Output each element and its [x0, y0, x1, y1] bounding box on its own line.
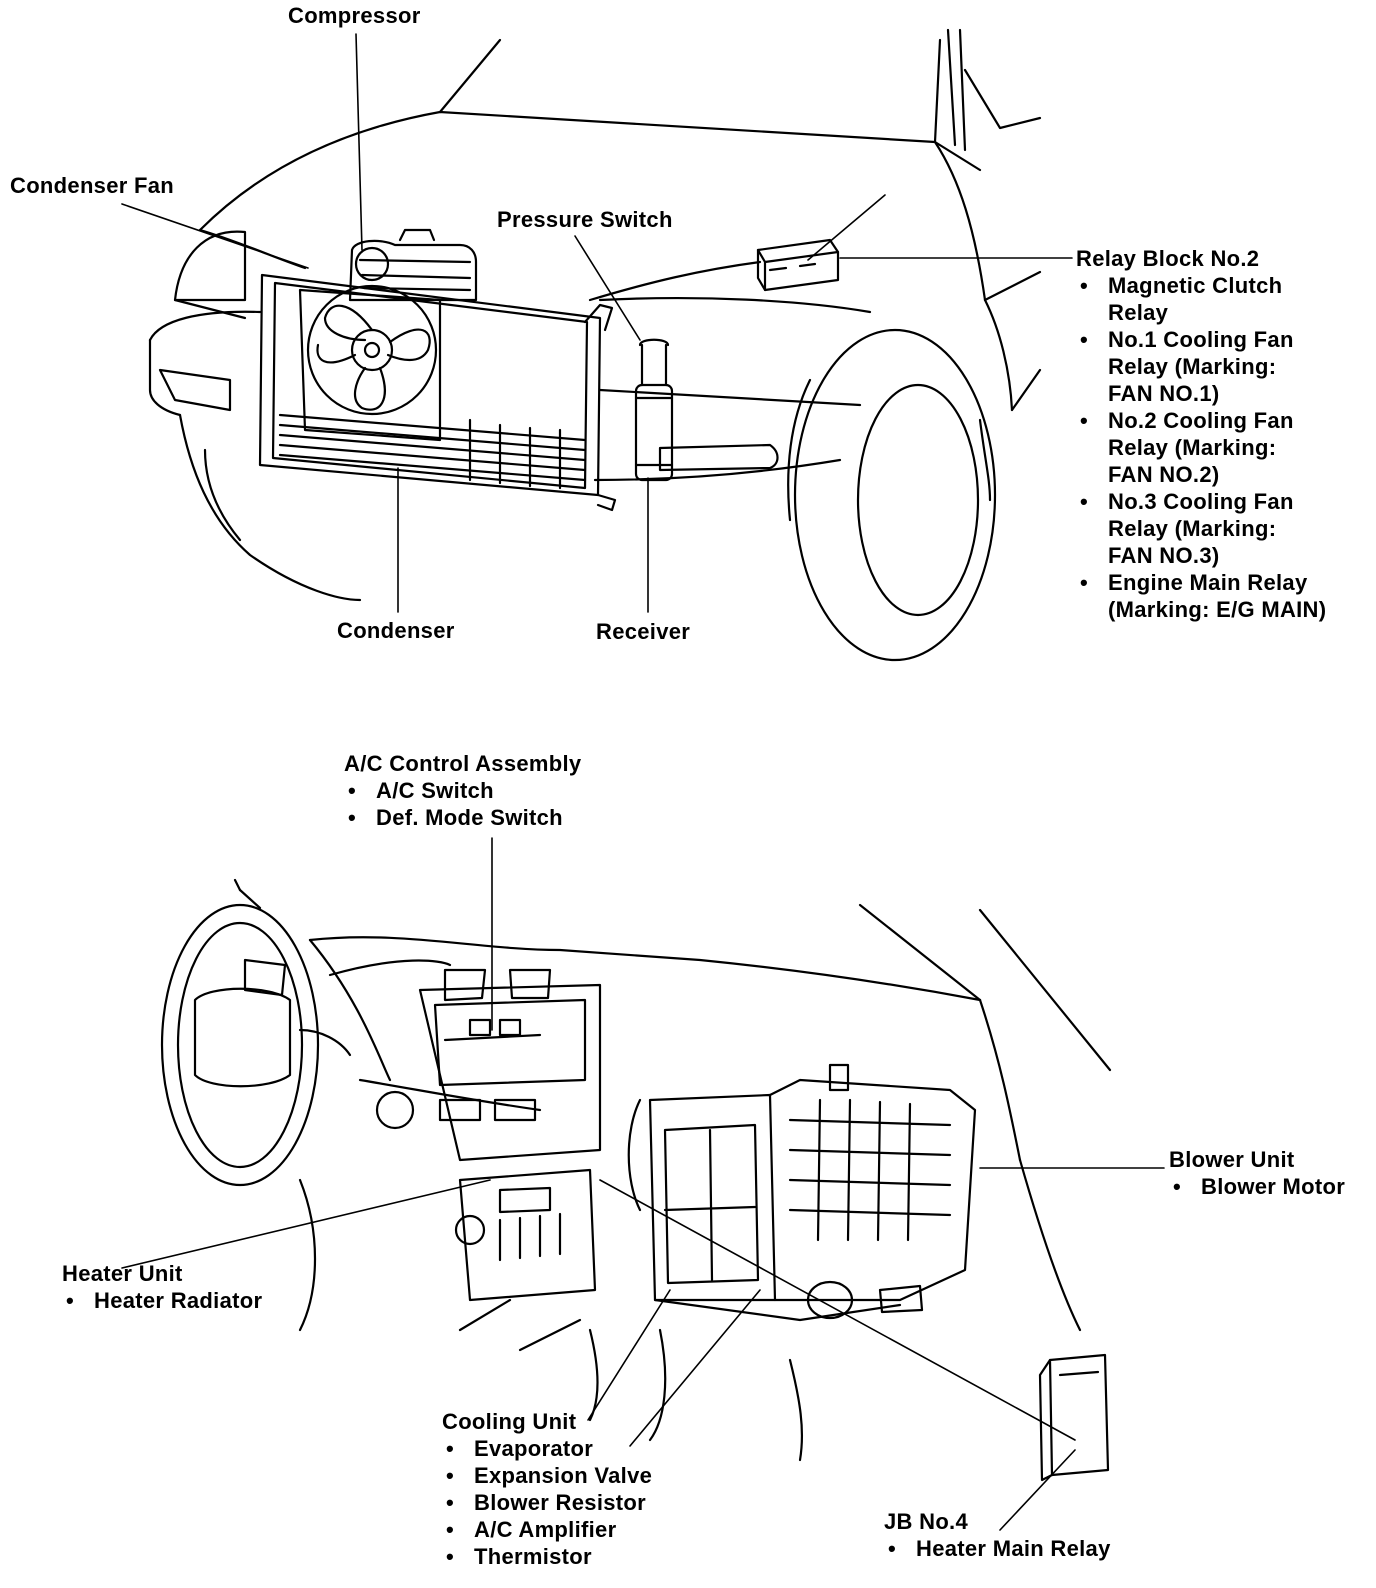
bottom-leader-lines [122, 838, 1164, 1530]
relay-item-engine-main: Engine Main Relay (Marking: E/G MAIN) [1076, 569, 1326, 623]
relay-item-cooling-fan-2: No.2 Cooling Fan Relay (Marking: FAN NO.… [1076, 407, 1326, 488]
cooling-unit-item-ac-amplifier: A/C Amplifier [442, 1516, 652, 1543]
relay-item-cooling-fan-1: No.1 Cooling Fan Relay (Marking: FAN NO.… [1076, 326, 1326, 407]
label-relay-block-no2: Relay Block No.2 Magnetic Clutch Relay N… [1076, 245, 1326, 623]
cooling-unit-list: Evaporator Expansion Valve Blower Resist… [442, 1435, 652, 1570]
cooling-unit-title: Cooling Unit [442, 1409, 577, 1434]
jb4-list: Heater Main Relay [884, 1535, 1111, 1562]
relay-item-magnetic-clutch: Magnetic Clutch Relay [1076, 272, 1326, 326]
label-blower-unit: Blower Unit Blower Motor [1169, 1146, 1345, 1200]
label-compressor: Compressor [288, 3, 421, 28]
blower-unit-housing [770, 1065, 975, 1318]
relay-block-no2-box [758, 240, 838, 290]
heater-unit-list: Heater Radiator [62, 1287, 262, 1314]
relay-block-title: Relay Block No.2 [1076, 246, 1260, 271]
condenser-radiator [260, 275, 615, 510]
cooling-unit-housing [629, 1095, 900, 1320]
receiver-dryer [636, 340, 672, 480]
label-condenser: Condenser [337, 618, 455, 643]
label-pressure-switch: Pressure Switch [497, 207, 673, 232]
jb4-item-heater-main-relay: Heater Main Relay [884, 1535, 1111, 1562]
label-receiver: Receiver [596, 619, 691, 644]
junction-block-no4-box [1040, 1355, 1108, 1480]
heater-unit-item-heater-radiator: Heater Radiator [62, 1287, 262, 1314]
blower-unit-item-blower-motor: Blower Motor [1169, 1173, 1345, 1200]
relay-item-cooling-fan-3: No.3 Cooling Fan Relay (Marking: FAN NO.… [1076, 488, 1326, 569]
cooling-unit-item-thermistor: Thermistor [442, 1543, 652, 1570]
ac-control-item-def-mode-switch: Def. Mode Switch [344, 804, 581, 831]
cooling-unit-item-evaporator: Evaporator [442, 1435, 652, 1462]
compressor-body [350, 230, 476, 300]
cooling-unit-item-expansion-valve: Expansion Valve [442, 1462, 652, 1489]
label-cooling-unit: Cooling Unit Evaporator Expansion Valve … [442, 1408, 652, 1570]
blower-unit-title: Blower Unit [1169, 1147, 1295, 1172]
label-condenser-fan: Condenser Fan [10, 173, 175, 198]
label-heater-unit: Heater Unit Heater Radiator [62, 1260, 262, 1314]
jb4-title: JB No.4 [884, 1509, 969, 1534]
ac-control-title: A/C Control Assembly [344, 751, 582, 776]
relay-block-list: Magnetic Clutch Relay No.1 Cooling Fan R… [1076, 272, 1326, 623]
cooling-unit-item-blower-resistor: Blower Resistor [442, 1489, 652, 1516]
top-leader-lines [122, 34, 1072, 612]
instrument-panel-outline [162, 880, 1110, 1460]
vehicle-front-outline [150, 30, 1040, 660]
heater-unit-title: Heater Unit [62, 1261, 183, 1286]
condenser-fan-assembly [300, 286, 440, 440]
ac-control-item-ac-switch: A/C Switch [344, 777, 581, 804]
blower-unit-list: Blower Motor [1169, 1173, 1345, 1200]
label-jb-no4: JB No.4 Heater Main Relay [884, 1508, 1111, 1562]
label-ac-control-assembly: A/C Control Assembly A/C Switch Def. Mod… [344, 750, 581, 831]
ac-control-list: A/C Switch Def. Mode Switch [344, 777, 581, 831]
